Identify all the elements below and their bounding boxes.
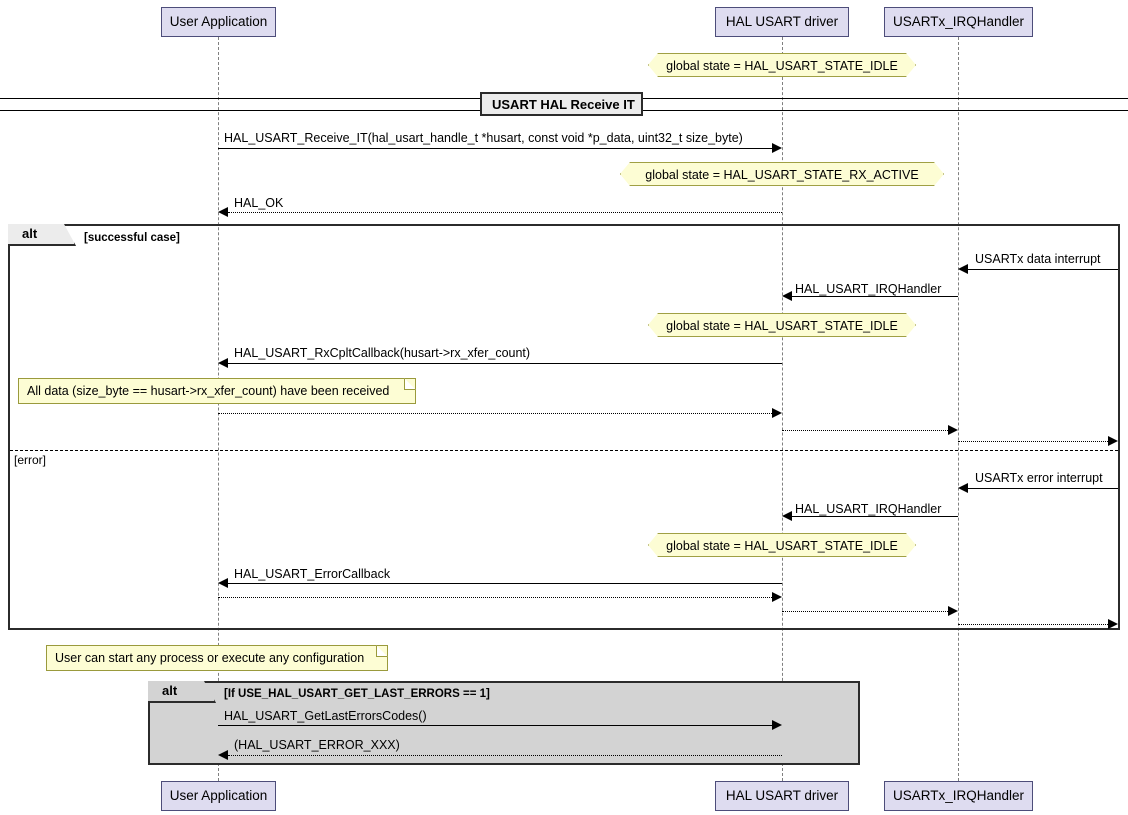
participant-header-user-application[interactable]: User Application — [161, 7, 276, 37]
alt-frame-operator-tab: alt — [8, 224, 76, 246]
state-note-idle-initial: global state = HAL_USART_STATE_IDLE — [648, 53, 916, 77]
participant-label: HAL USART driver — [725, 788, 839, 803]
message-line-rxcpltcallback — [228, 363, 782, 364]
return-line-hal-to-irq — [782, 430, 948, 431]
state-note-rx-active: global state = HAL_USART_STATE_RX_ACTIVE — [620, 162, 944, 186]
arrowhead-return-error-hal-to-irq — [948, 606, 958, 616]
message-text: USARTx error interrupt — [975, 471, 1103, 485]
divider-title-text: USART HAL Receive IT — [492, 97, 635, 112]
message-text: (HAL_USART_ERROR_XXX) — [234, 738, 400, 752]
message-line-errorcallback — [228, 583, 782, 584]
return-line-error-irq-to-edge — [958, 624, 1108, 625]
message-label-rxcpltcallback: HAL_USART_RxCpltCallback(husart->rx_xfer… — [234, 346, 530, 360]
message-label-hal-ok: HAL_OK — [234, 196, 283, 210]
alt-condition-text: [successful case] — [84, 232, 180, 244]
arrowhead-irqhandler-error — [782, 511, 792, 521]
note-fold-corner-icon — [376, 645, 388, 657]
participant-header-usartx-irqhandler[interactable]: USARTx_IRQHandler — [884, 7, 1033, 37]
alt-operator-label: alt — [162, 683, 178, 698]
participant-footer-hal-usart-driver[interactable]: HAL USART driver — [715, 781, 849, 811]
alt-frame-get-last-errors — [148, 681, 860, 765]
participant-footer-usartx-irqhandler[interactable]: USARTx_IRQHandler — [884, 781, 1033, 811]
participant-footer-user-application[interactable]: User Application — [161, 781, 276, 811]
arrowhead-hal-ok — [218, 207, 228, 217]
state-note-idle-after-error: global state = HAL_USART_STATE_IDLE — [648, 533, 916, 557]
state-note-text: global state = HAL_USART_STATE_RX_ACTIVE — [645, 168, 919, 182]
state-note-idle-after-rx: global state = HAL_USART_STATE_IDLE — [648, 313, 916, 337]
participant-label: USARTx_IRQHandler — [892, 14, 1025, 29]
note-text: All data (size_byte == husart->rx_xfer_c… — [27, 384, 390, 398]
arrowhead-return-error-user-to-hal — [772, 592, 782, 602]
return-line-irq-to-edge — [958, 441, 1108, 442]
message-line-hal-usart-error-xxx — [228, 755, 782, 756]
arrowhead-irqhandler-data — [782, 291, 792, 301]
arrowhead-usartx-data-interrupt — [958, 264, 968, 274]
message-text: HAL_USART_ErrorCallback — [234, 567, 391, 581]
message-text: HAL_USART_GetLastErrorsCodes() — [224, 709, 427, 723]
message-label-usartx-error-interrupt: USARTx error interrupt — [975, 471, 1103, 485]
lifeline-hal-usart-driver — [782, 37, 783, 781]
message-line-usartx-error-interrupt — [968, 488, 1118, 489]
lifeline-user-application — [218, 37, 219, 781]
message-label-errorcallback: HAL_USART_ErrorCallback — [234, 567, 390, 581]
message-text: HAL_USART_Receive_IT(hal_usart_handle_t … — [224, 131, 743, 145]
state-note-text: global state = HAL_USART_STATE_IDLE — [666, 539, 898, 553]
message-line-getlasterrorscodes — [218, 725, 774, 726]
message-label-getlasterrorscodes: HAL_USART_GetLastErrorsCodes() — [224, 709, 427, 723]
message-label-receive-it: HAL_USART_Receive_IT(hal_usart_handle_t … — [224, 131, 743, 145]
arrowhead-return-error-irq-to-edge — [1108, 619, 1118, 629]
note-text: User can start any process or execute an… — [55, 651, 365, 665]
note-user-can-start-process: User can start any process or execute an… — [46, 645, 388, 671]
alt-condition-text: [If USE_HAL_USART_GET_LAST_ERRORS == 1] — [224, 688, 490, 700]
alt-separator-line — [10, 450, 1118, 451]
message-label-irqhandler-error: HAL_USART_IRQHandler — [795, 502, 941, 516]
arrowhead-rxcpltcallback — [218, 358, 228, 368]
message-label-usartx-data-interrupt: USARTx data interrupt — [975, 252, 1101, 266]
alt-else-text: [error] — [14, 453, 47, 467]
message-line-usartx-data-interrupt — [968, 269, 1118, 270]
alt-else-condition-error: [error] — [14, 453, 46, 467]
participant-label: USARTx_IRQHandler — [892, 788, 1025, 803]
message-text: HAL_USART_IRQHandler — [795, 282, 942, 296]
state-note-text: global state = HAL_USART_STATE_IDLE — [666, 319, 898, 333]
message-text: HAL_USART_RxCpltCallback(husart->rx_xfer… — [234, 346, 531, 360]
divider-title-box: USART HAL Receive IT — [480, 92, 643, 116]
arrowhead-return-user-to-hal — [772, 408, 782, 418]
participant-label: User Application — [169, 14, 268, 29]
return-line-error-hal-to-irq — [782, 611, 948, 612]
participant-label: HAL USART driver — [725, 14, 839, 29]
alt-condition-successful-case: [successful case] — [84, 232, 180, 244]
arrowhead-errorcallback — [218, 578, 228, 588]
arrowhead-receive-it — [772, 143, 782, 153]
message-line-irqhandler-data — [792, 296, 958, 297]
message-text: HAL_USART_IRQHandler — [795, 502, 942, 516]
message-label-hal-usart-error-xxx: (HAL_USART_ERROR_XXX) — [234, 738, 400, 752]
note-all-data-received: All data (size_byte == husart->rx_xfer_c… — [18, 378, 416, 404]
note-fold-corner-icon — [404, 378, 416, 390]
arrowhead-usartx-error-interrupt — [958, 483, 968, 493]
participant-header-hal-usart-driver[interactable]: HAL USART driver — [715, 7, 849, 37]
return-line-error-user-to-hal — [218, 597, 772, 598]
participant-label: User Application — [169, 788, 268, 803]
arrowhead-return-hal-to-irq — [948, 425, 958, 435]
message-text: HAL_OK — [234, 196, 284, 210]
lifeline-usartx-irqhandler — [958, 37, 959, 781]
arrowhead-getlasterrorscodes — [772, 720, 782, 730]
arrowhead-return-irq-to-edge — [1108, 436, 1118, 446]
alt-condition-use-hal-get-last-errors: [If USE_HAL_USART_GET_LAST_ERRORS == 1] — [224, 688, 490, 700]
state-note-text: global state = HAL_USART_STATE_IDLE — [666, 59, 898, 73]
arrowhead-hal-usart-error-xxx — [218, 750, 228, 760]
message-label-irqhandler-data: HAL_USART_IRQHandler — [795, 282, 941, 296]
alt-frame-receive — [8, 224, 1120, 630]
message-line-hal-ok — [228, 212, 782, 213]
message-line-receive-it — [218, 148, 774, 149]
return-line-user-to-hal — [218, 413, 772, 414]
alt-operator-label: alt — [22, 226, 38, 241]
message-line-irqhandler-error — [792, 516, 958, 517]
message-text: USARTx data interrupt — [975, 252, 1101, 266]
